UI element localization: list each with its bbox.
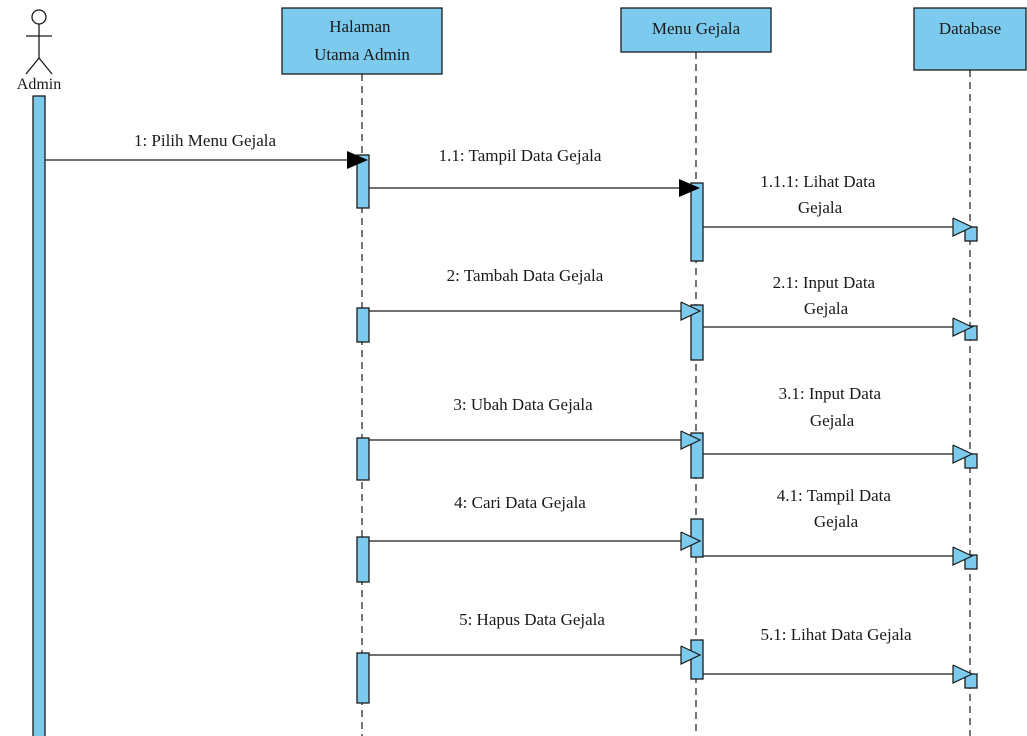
lifeline-menu-header — [620, 7, 772, 53]
message-4-1[interactable]: 4.1: Tampil Data Gejala — [703, 486, 974, 566]
message-label: 2.1: Input Data Gejala — [773, 273, 880, 318]
message-label: 4: Cari Data Gejala — [454, 493, 586, 512]
message-label: 1.1.1: Lihat Data Gejala — [760, 172, 879, 217]
stick-figure-icon — [25, 9, 53, 75]
message-label: 1: Pilih Menu Gejala — [134, 131, 277, 150]
activation-bar-menu — [690, 182, 704, 262]
message-5-1[interactable]: 5.1: Lihat Data Gejala — [703, 625, 974, 684]
activation-bar-menu — [690, 639, 704, 680]
message-3[interactable]: 3: Ubah Data Gejala — [369, 395, 702, 450]
lifeline-halaman-header — [281, 7, 443, 75]
open-arrowhead-icon — [952, 546, 974, 566]
actor-admin[interactable]: Admin — [17, 9, 61, 93]
activation-bar-menu — [690, 304, 704, 361]
activation-bar-menu — [690, 432, 704, 479]
message-2[interactable]: 2: Tambah Data Gejala — [369, 266, 702, 321]
filled-arrowhead-icon — [679, 179, 700, 197]
open-arrowhead-icon — [680, 301, 702, 321]
open-arrowhead-icon — [680, 531, 702, 551]
activation-bar-halaman — [356, 652, 370, 704]
message-label: 3.1: Input Data Gejala — [779, 384, 886, 430]
lifeline-menu-gejala[interactable]: Menu Gejala — [620, 7, 772, 736]
lifeline-database-label: Database — [939, 19, 1001, 38]
activation-bar-halaman — [356, 536, 370, 583]
open-arrowhead-icon — [680, 645, 702, 665]
message-1[interactable]: 1: Pilih Menu Gejala — [45, 131, 368, 169]
open-arrowhead-icon — [952, 217, 974, 237]
message-5[interactable]: 5: Hapus Data Gejala — [369, 610, 702, 665]
filled-arrowhead-icon — [347, 151, 368, 169]
message-label: 2: Tambah Data Gejala — [447, 266, 604, 285]
message-4[interactable]: 4: Cari Data Gejala — [369, 493, 702, 551]
open-arrowhead-icon — [952, 317, 974, 337]
open-arrowhead-icon — [952, 444, 974, 464]
message-label: 1.1: Tampil Data Gejala — [439, 146, 602, 165]
message-3-1[interactable]: 3.1: Input Data Gejala — [703, 384, 974, 464]
activation-bar-halaman — [356, 307, 370, 343]
message-2-1[interactable]: 2.1: Input Data Gejala — [703, 273, 974, 337]
message-1-1-1[interactable]: 1.1.1: Lihat Data Gejala — [703, 172, 974, 237]
actor-label: Admin — [17, 76, 61, 93]
activation-bar-halaman — [356, 437, 370, 481]
lifeline-halaman-utama-admin[interactable]: Halaman Utama Admin — [281, 7, 443, 736]
open-arrowhead-icon — [680, 430, 702, 450]
message-label: 3: Ubah Data Gejala — [453, 395, 593, 414]
lifeline-database-header — [913, 7, 1027, 71]
actor-activation-bar — [32, 95, 46, 736]
lifeline-database[interactable]: Database — [913, 7, 1027, 736]
message-label: 5: Hapus Data Gejala — [459, 610, 605, 629]
lifeline-menu-label: Menu Gejala — [652, 19, 741, 38]
message-label: 4.1: Tampil Data Gejala — [777, 486, 895, 531]
activation-bar-halaman — [356, 154, 370, 209]
message-label: 5.1: Lihat Data Gejala — [760, 625, 912, 644]
lifeline-halaman-label: Halaman Utama Admin — [314, 17, 410, 64]
open-arrowhead-icon — [952, 664, 974, 684]
message-1-1[interactable]: 1.1: Tampil Data Gejala — [369, 146, 700, 197]
